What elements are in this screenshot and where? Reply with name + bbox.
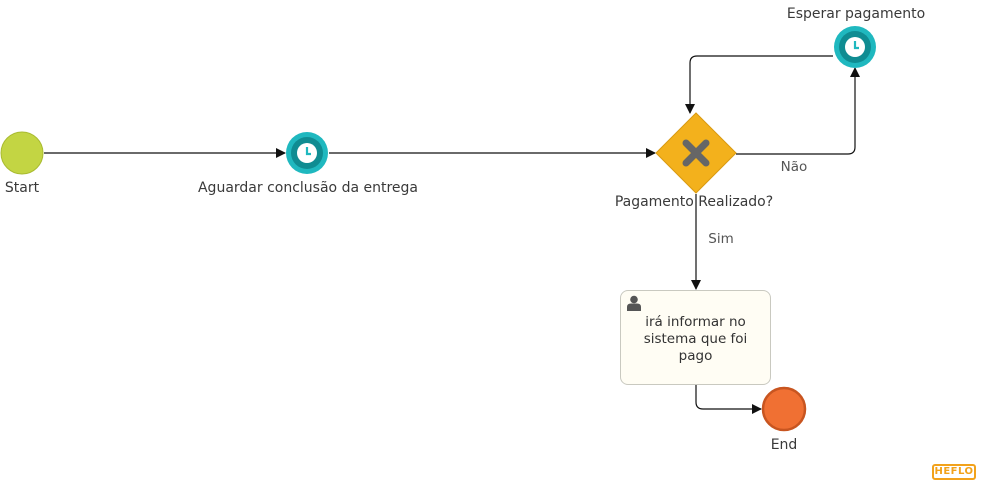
flow-wait-payment-to-gateway[interactable] — [685, 55, 833, 114]
task-label: irá informar no sistema que foi pago — [631, 314, 760, 365]
user-icon — [627, 295, 641, 311]
flow-yes-label: Sim — [708, 231, 733, 247]
timer-event-wait-payment[interactable] — [834, 26, 876, 68]
clock-icon — [845, 37, 865, 57]
task-label-line: irá informar no — [645, 314, 746, 330]
end-event[interactable] — [761, 386, 807, 432]
task-label-line: pago — [678, 348, 713, 364]
logo-text: HEFLO — [934, 466, 974, 477]
end-event-label: End — [771, 437, 798, 453]
x-icon — [682, 139, 710, 167]
gateway-label: Pagamento Realizado? — [615, 194, 773, 210]
timer-wait-delivery-label: Aguardar conclusão da entrega — [198, 180, 418, 196]
heflo-logo-icon: HEFLO — [932, 464, 976, 480]
clock-icon — [297, 143, 317, 163]
timer-wait-payment-label: Esperar pagamento — [787, 6, 925, 22]
task-label-line: sistema que foi — [643, 331, 748, 347]
start-event-label: Start — [5, 180, 40, 196]
flow-no-label: Não — [781, 159, 808, 175]
flow-gateway-no-to-wait-payment[interactable] — [736, 67, 860, 155]
flow-task-to-end[interactable] — [695, 385, 762, 414]
exclusive-gateway[interactable] — [655, 112, 737, 194]
timer-event-wait-delivery[interactable] — [286, 132, 328, 174]
user-task[interactable]: irá informar no sistema que foi pago — [620, 290, 771, 385]
start-event[interactable] — [0, 131, 44, 175]
